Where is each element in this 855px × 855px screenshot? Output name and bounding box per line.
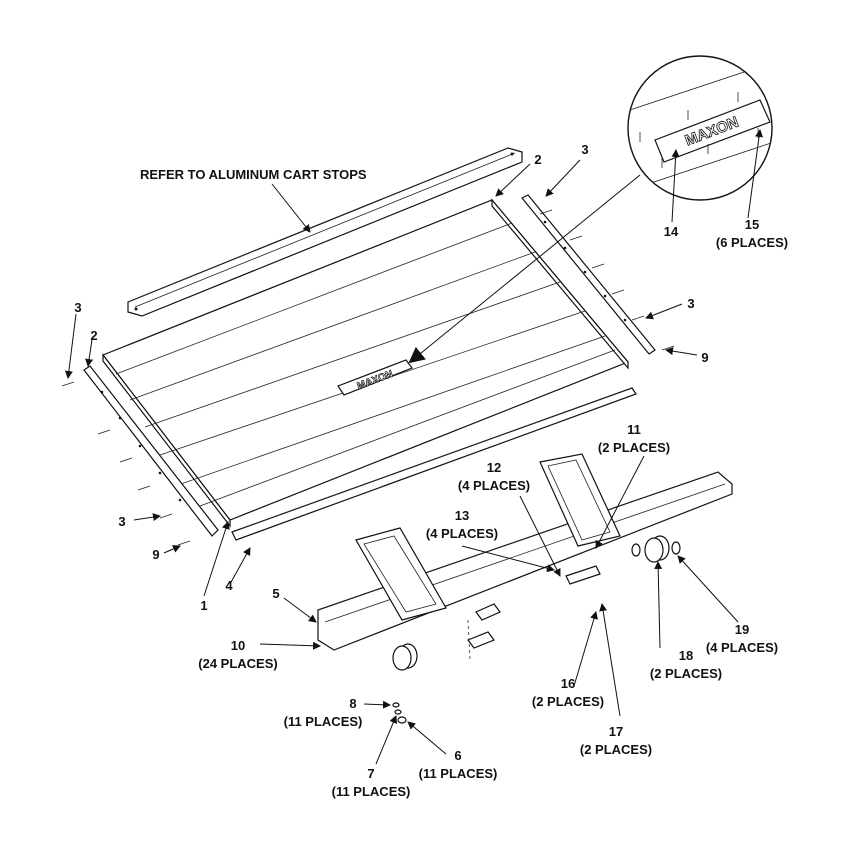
cart-stop-bar bbox=[127, 147, 523, 317]
roller-right bbox=[644, 535, 670, 563]
callout-10-qty: (24 PLACES) bbox=[198, 656, 277, 671]
detail-circle: MAXON bbox=[627, 55, 773, 201]
callout-5-number: 5 bbox=[272, 586, 279, 601]
washers bbox=[631, 541, 681, 557]
callout-3-number: 3 bbox=[74, 300, 81, 315]
callout-13-qty: (4 PLACES) bbox=[426, 526, 498, 541]
leader-lines bbox=[64, 129, 764, 765]
callout-labels: 1 2 2 3 3 3 3 4 5 6 (11 PLACES) 7 (11 PL… bbox=[74, 142, 788, 799]
cart-stops-note: REFER TO ALUMINUM CART STOPS bbox=[140, 167, 367, 182]
front-edge-extrusion bbox=[231, 387, 637, 541]
callout-17-qty: (2 PLACES) bbox=[580, 742, 652, 757]
callout-18-number: 18 bbox=[679, 648, 693, 663]
callout-4-number: 4 bbox=[225, 578, 233, 593]
callout-13-number: 13 bbox=[455, 508, 469, 523]
callout-12-number: 12 bbox=[487, 460, 501, 475]
callout-15-qty: (6 PLACES) bbox=[716, 235, 788, 250]
left-side-rail bbox=[83, 365, 219, 537]
detail-pointer-arrow bbox=[408, 174, 641, 364]
platform-deck bbox=[102, 198, 629, 528]
callout-19-qty: (4 PLACES) bbox=[706, 640, 778, 655]
callout-2-number: 2 bbox=[534, 152, 541, 167]
callout-6-qty: (11 PLACES) bbox=[419, 766, 498, 781]
callout-16-number: 16 bbox=[561, 676, 575, 691]
callout-3-number: 3 bbox=[118, 514, 125, 529]
screws-left bbox=[61, 381, 191, 546]
callout-2-number: 2 bbox=[90, 328, 97, 343]
callout-3-number: 3 bbox=[687, 296, 694, 311]
callout-7-qty: (11 PLACES) bbox=[332, 784, 411, 799]
frame-assembly bbox=[317, 453, 733, 651]
callout-6-number: 6 bbox=[454, 748, 461, 763]
callout-1-number: 1 bbox=[200, 598, 207, 613]
callout-14-number: 14 bbox=[664, 224, 679, 239]
callout-11-number: 11 bbox=[627, 422, 641, 437]
callout-16-qty: (2 PLACES) bbox=[532, 694, 604, 709]
callout-11-qty: (2 PLACES) bbox=[598, 440, 670, 455]
callout-3-number: 3 bbox=[581, 142, 588, 157]
callout-8-number: 8 bbox=[349, 696, 356, 711]
callout-9-number: 9 bbox=[152, 547, 159, 562]
callout-19-number: 19 bbox=[735, 622, 749, 637]
callout-18-qty: (2 PLACES) bbox=[650, 666, 722, 681]
roller-left bbox=[392, 643, 418, 671]
shaft-tube bbox=[467, 565, 601, 661]
callout-17-number: 17 bbox=[609, 724, 623, 739]
callout-7-number: 7 bbox=[367, 766, 374, 781]
callout-15-number: 15 bbox=[745, 217, 759, 232]
callout-12-qty: (4 PLACES) bbox=[458, 478, 530, 493]
callout-8-qty: (11 PLACES) bbox=[284, 714, 363, 729]
callout-10-number: 10 bbox=[231, 638, 245, 653]
right-side-rail bbox=[521, 194, 656, 355]
callout-9-number: 9 bbox=[701, 350, 708, 365]
hardware-stack bbox=[392, 702, 407, 724]
